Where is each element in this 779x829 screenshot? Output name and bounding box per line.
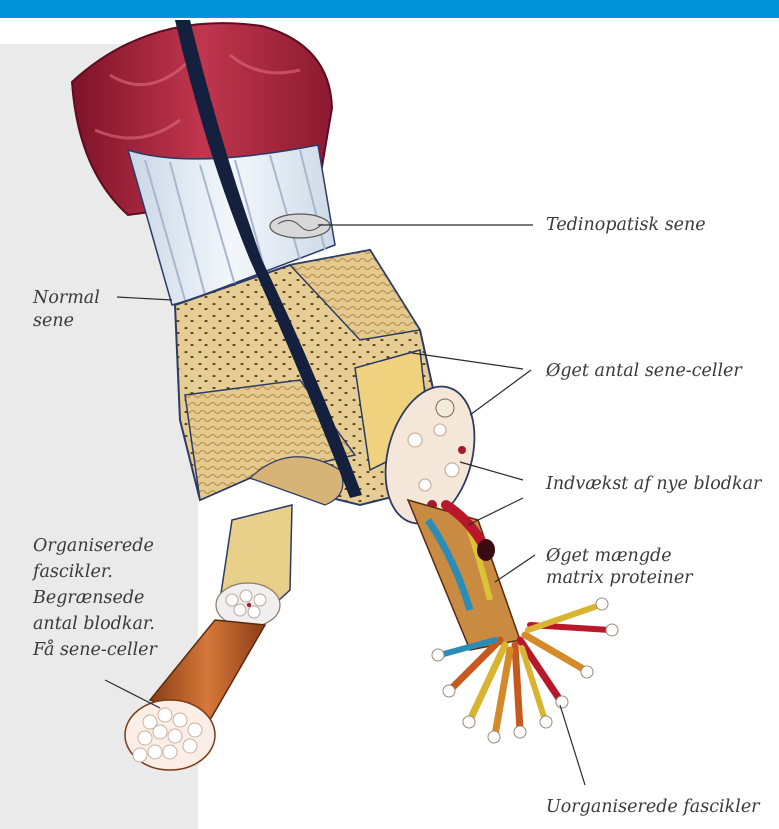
label-organized-line2: fascikler. [33, 560, 113, 584]
label-ingrowth-vessels: Indvækst af nye blodkar [546, 472, 761, 496]
label-matrix-line2: matrix proteiner [546, 566, 693, 590]
leader-normal [117, 297, 172, 300]
label-normal-line1: Normal [33, 286, 100, 310]
label-organized-line4: antal blodkar. [33, 612, 155, 636]
leader-organized [105, 680, 160, 708]
label-matrix-line1: Øget mængde [546, 544, 672, 568]
leader-ingrowth-2 [468, 498, 523, 525]
label-organized-line5: Få sene-celler [33, 638, 157, 662]
leader-disorganized [560, 705, 585, 785]
label-normal-line2: sene [33, 309, 74, 333]
label-increased-cells: Øget antal sene-celler [546, 359, 742, 383]
label-disorganized: Uorganiserede fascikler [546, 795, 760, 819]
label-organized-line1: Organiserede [33, 534, 154, 558]
leader-cells-2 [470, 370, 531, 415]
label-organized-line3: Begrænsede [33, 586, 144, 610]
leader-matrix [495, 555, 535, 582]
label-tendinopathic: Tedinopatisk sene [546, 213, 706, 237]
